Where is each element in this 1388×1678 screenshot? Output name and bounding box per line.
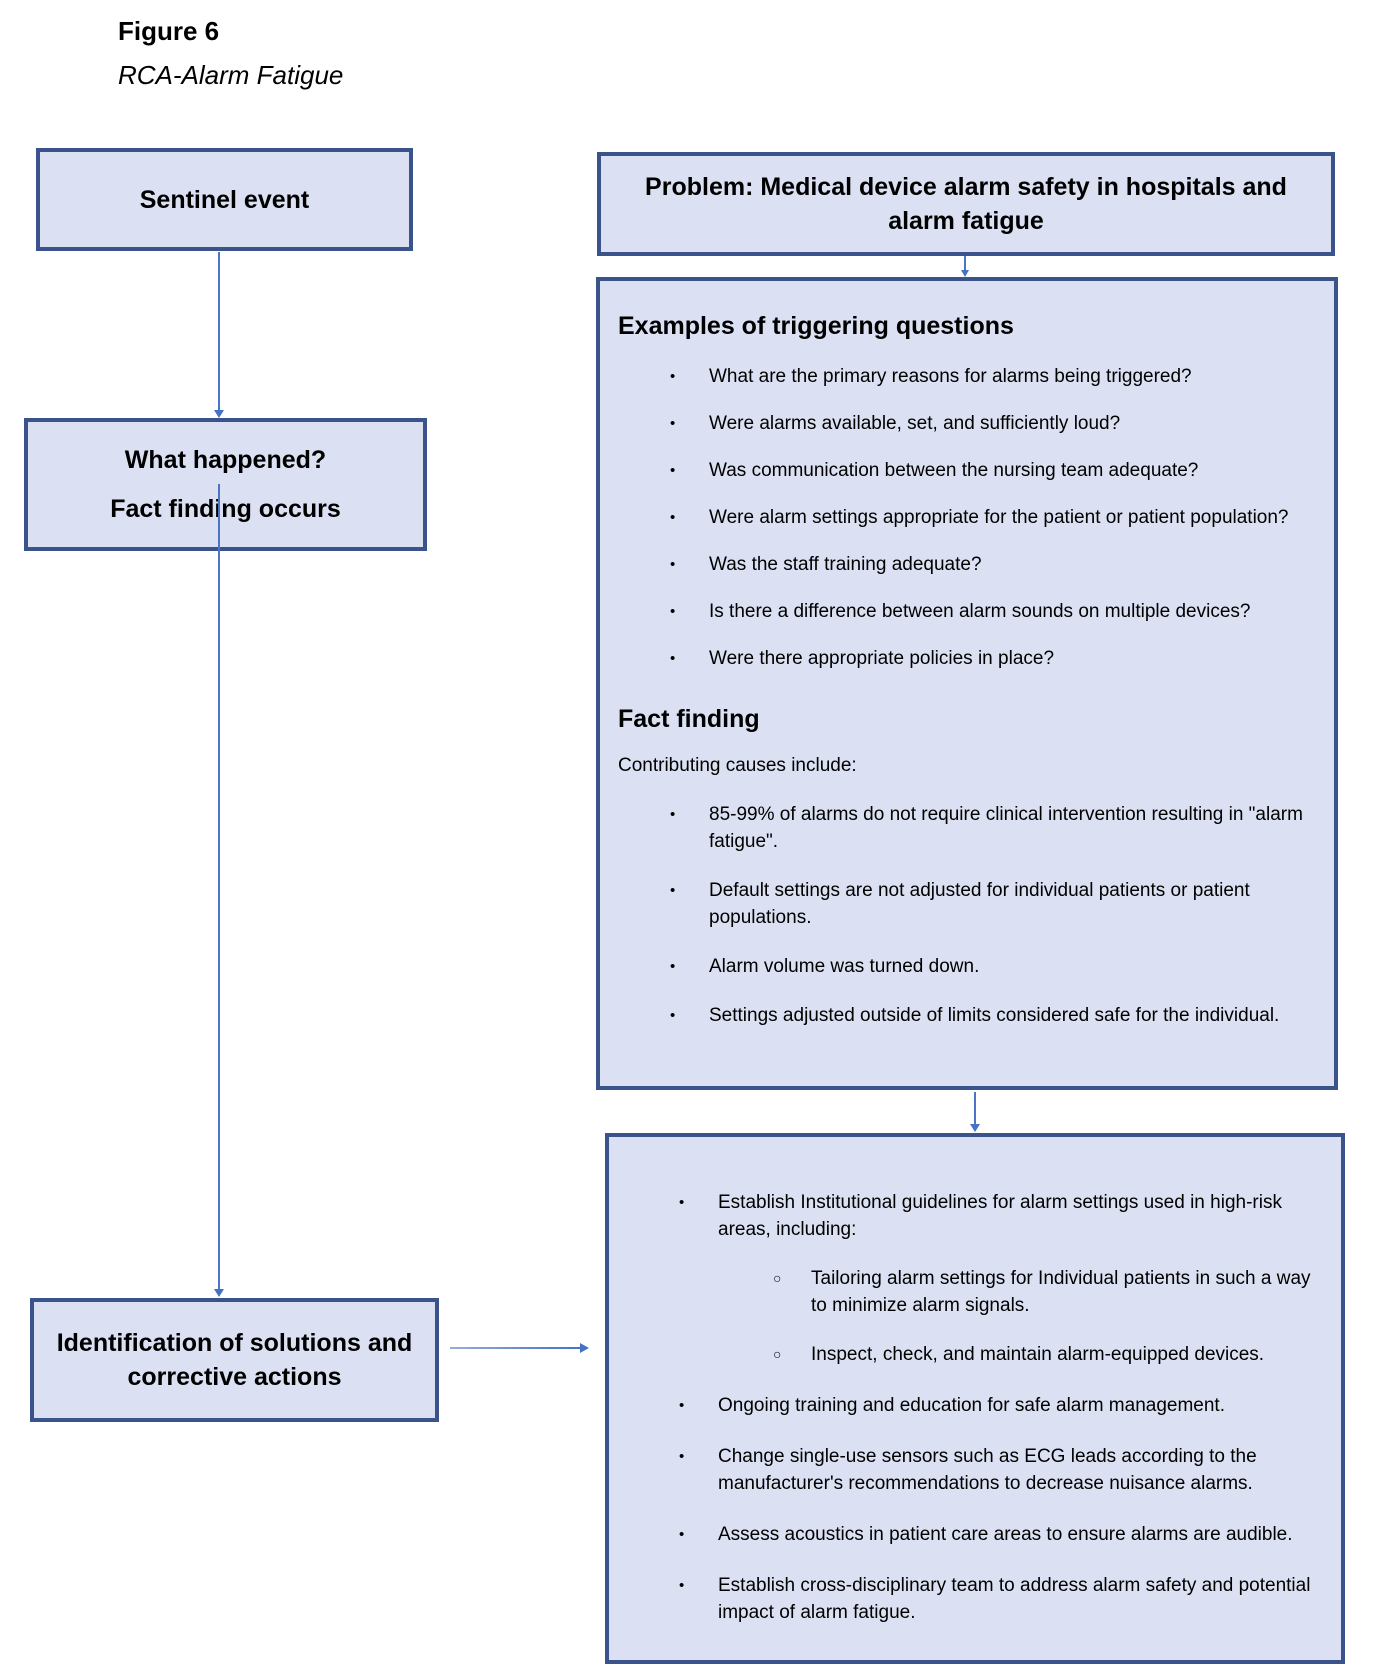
sentinel-event-box: Sentinel event: [36, 148, 413, 251]
question-text: Were alarm settings appropriate for the …: [709, 507, 1289, 528]
bullet-icon: •: [679, 1526, 685, 1543]
arrowhead-down-icon: [214, 1289, 224, 1297]
analysis-box: Examples of triggering questions • What a…: [596, 277, 1338, 1090]
bullet-icon: •: [670, 1007, 676, 1024]
solution-text: Establish cross-disciplinary team to add…: [718, 1575, 1311, 1623]
solution-item: • Establish Institutional guidelines for …: [627, 1189, 1319, 1368]
solution-sub-text: Tailoring alarm settings for Individual …: [811, 1268, 1311, 1316]
arrowhead-down-icon: [214, 410, 224, 418]
arrowhead-down-icon: [961, 270, 969, 277]
connector-what-happened-to-identification: [218, 484, 220, 1290]
bullet-icon: •: [679, 1577, 685, 1594]
question-text: Was communication between the nursing te…: [709, 460, 1199, 481]
circle-bullet-icon: ○: [773, 1346, 782, 1362]
bullet-icon: •: [670, 650, 676, 667]
question-text: Was the staff training adequate?: [709, 554, 982, 575]
circle-bullet-icon: ○: [773, 1270, 782, 1286]
question-text: Were there appropriate policies in place…: [709, 648, 1055, 669]
solution-text: Change single-use sensors such as ECG le…: [718, 1446, 1257, 1494]
question-item: • Is there a difference between alarm sou…: [618, 598, 1312, 625]
bullet-icon: •: [670, 509, 676, 526]
question-item: • Were there appropriate policies in plac…: [618, 645, 1312, 672]
question-text: Were alarms available, set, and sufficie…: [709, 413, 1121, 434]
bullet-icon: •: [670, 368, 676, 385]
question-item: • Was communication between the nursing t…: [618, 457, 1312, 484]
bullet-icon: •: [670, 882, 676, 899]
cause-item: • 85-99% of alarms do not require clinica…: [618, 801, 1312, 855]
solution-item: • Assess acoustics in patient care areas …: [627, 1521, 1319, 1548]
question-item: • Were alarm settings appropriate for the…: [618, 504, 1312, 531]
arrowhead-right-icon: [580, 1343, 589, 1353]
bullet-icon: •: [670, 603, 676, 620]
what-happened-box: What happened? Fact finding occurs: [24, 418, 427, 551]
triggering-questions-list: • What are the primary reasons for alarms…: [618, 363, 1312, 672]
connector-identification-to-solutions: [450, 1347, 581, 1349]
sentinel-event-label: Sentinel event: [139, 185, 310, 214]
solutions-box: • Establish Institutional guidelines for …: [605, 1133, 1345, 1664]
question-text: What are the primary reasons for alarms …: [709, 366, 1192, 387]
fact-finding-heading: Fact finding: [618, 705, 760, 733]
solution-sub-item: ○ Tailoring alarm settings for Individual…: [718, 1265, 1319, 1319]
cause-item: • Alarm volume was turned down.: [618, 953, 1312, 980]
bullet-icon: •: [670, 556, 676, 573]
bullet-icon: •: [670, 806, 676, 823]
cause-text: Alarm volume was turned down.: [709, 956, 980, 977]
question-item: • What are the primary reasons for alarms…: [618, 363, 1312, 390]
bullet-icon: •: [679, 1194, 685, 1211]
contributing-causes-intro: Contributing causes include:: [618, 755, 857, 776]
contributing-causes-list: • 85-99% of alarms do not require clinica…: [618, 801, 1312, 1029]
bullet-icon: •: [679, 1397, 685, 1414]
cause-item: • Settings adjusted outside of limits con…: [618, 1002, 1312, 1029]
triggering-questions-heading: Examples of triggering questions: [618, 312, 1014, 340]
identification-label: Identification of solutions and correcti…: [56, 1329, 413, 1391]
solution-text: Assess acoustics in patient care areas t…: [718, 1524, 1293, 1545]
fact-finding-occurs-label: Fact finding occurs: [110, 495, 341, 523]
question-item: • Was the staff training adequate?: [618, 551, 1312, 578]
problem-box: Problem: Medical device alarm safety in …: [597, 152, 1335, 256]
bullet-icon: •: [670, 958, 676, 975]
figure-label: Figure 6: [118, 16, 220, 46]
bullet-icon: •: [670, 462, 676, 479]
solution-sub-item: ○ Inspect, check, and maintain alarm-equi…: [718, 1341, 1319, 1368]
solution-text: Ongoing training and education for safe …: [718, 1395, 1225, 1416]
solution-text: Establish Institutional guidelines for a…: [718, 1192, 1282, 1240]
solution-item: • Establish cross-disciplinary team to ad…: [627, 1572, 1319, 1626]
cause-text: 85-99% of alarms do not require clinical…: [709, 804, 1303, 852]
question-text: Is there a difference between alarm soun…: [709, 601, 1251, 622]
what-happened-label: What happened?: [124, 446, 327, 474]
solution-item: • Change single-use sensors such as ECG l…: [627, 1443, 1319, 1497]
connector-problem-to-analysis: [964, 256, 966, 271]
problem-label: Problem: Medical device alarm safety in …: [645, 173, 1287, 235]
cause-text: Settings adjusted outside of limits cons…: [709, 1005, 1280, 1026]
bullet-icon: •: [670, 415, 676, 432]
solutions-list: • Establish Institutional guidelines for …: [627, 1189, 1319, 1626]
figure-title: RCA-Alarm Fatigue: [118, 60, 344, 90]
bullet-icon: •: [679, 1448, 685, 1465]
solution-item: • Ongoing training and education for safe…: [627, 1392, 1319, 1419]
identification-box: Identification of solutions and correcti…: [30, 1298, 439, 1422]
arrowhead-down-icon: [970, 1124, 980, 1132]
cause-text: Default settings are not adjusted for in…: [709, 880, 1250, 928]
connector-analysis-to-solutions: [974, 1092, 976, 1125]
solution-sub-text: Inspect, check, and maintain alarm-equip…: [811, 1344, 1265, 1365]
solutions-sublist: ○ Tailoring alarm settings for Individual…: [718, 1265, 1319, 1368]
cause-item: • Default settings are not adjusted for i…: [618, 877, 1312, 931]
question-item: • Were alarms available, set, and suffici…: [618, 410, 1312, 437]
connector-sentinel-to-what-happened: [218, 252, 220, 411]
